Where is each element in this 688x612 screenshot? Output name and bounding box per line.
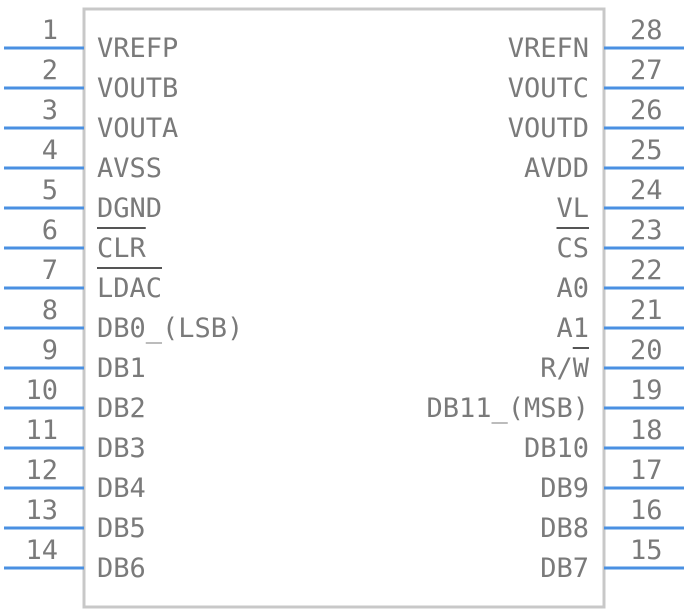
ic-body — [82, 7, 606, 609]
pin-number: 21 — [630, 295, 663, 326]
pin-20: 20R/W — [540, 335, 684, 384]
pin-number: 11 — [25, 415, 58, 446]
pin-label: DB9 — [540, 473, 589, 504]
pin-number: 12 — [25, 455, 58, 486]
pin-number: 6 — [42, 215, 58, 246]
pin-label: DB1 — [97, 353, 146, 384]
pin-number: 19 — [630, 375, 663, 406]
pin-number: 2 — [42, 55, 58, 86]
pin-number: 14 — [25, 535, 58, 566]
pin-label: DB4 — [97, 473, 146, 504]
pin-label: VREFN — [508, 33, 589, 64]
pin-number: 23 — [630, 215, 663, 246]
pin-number: 16 — [630, 495, 663, 526]
pin-number: 1 — [42, 15, 58, 46]
pin-number: 5 — [42, 175, 58, 206]
pin-label: VL — [556, 193, 589, 224]
pin-number: 20 — [630, 335, 663, 366]
pin-label: VOUTA — [97, 113, 178, 144]
pin-number: 28 — [630, 15, 663, 46]
pin-label: VOUTD — [508, 113, 589, 144]
pin-label: AVDD — [524, 153, 589, 184]
pin-label: VOUTC — [508, 73, 589, 104]
pin-number: 8 — [42, 295, 58, 326]
pin-label: DB5 — [97, 513, 146, 544]
pin-number: 22 — [630, 255, 663, 286]
pin-number: 9 — [42, 335, 58, 366]
pin-label: DB0_(LSB) — [97, 313, 243, 344]
pin-number: 13 — [25, 495, 58, 526]
pin-label: DB11_(MSB) — [426, 393, 589, 424]
pin-label: DB7 — [540, 553, 589, 584]
pin-label: A0 — [556, 273, 589, 304]
pin-label: DB6 — [97, 553, 146, 584]
pin-number: 25 — [630, 135, 663, 166]
pin-label: DGND — [97, 193, 162, 224]
pin-label: CLR — [97, 233, 147, 264]
pin-number: 15 — [630, 535, 663, 566]
pin-label: CS — [556, 233, 589, 264]
pin-number: 7 — [42, 255, 58, 286]
pin-label: DB8 — [540, 513, 589, 544]
pin-number: 10 — [25, 375, 58, 406]
pin-number: 3 — [42, 95, 58, 126]
pin-label: DB10 — [524, 433, 589, 464]
pin-label: R/W — [540, 353, 590, 384]
pin-number: 17 — [630, 455, 663, 486]
pin-label: A1 — [556, 313, 589, 344]
right-pin-group: 28VREFN27VOUTC26VOUTD25AVDD24VL23CS22A02… — [426, 15, 684, 584]
pin-label: AVSS — [97, 153, 162, 184]
left-pin-group: 1VREFP2VOUTB3VOUTA4AVSS5DGND6CLR7LDAC8DB… — [4, 15, 243, 584]
pin-label: DB3 — [97, 433, 146, 464]
pin-label: DB2 — [97, 393, 146, 424]
pin-label: LDAC — [97, 273, 162, 304]
pin-number: 4 — [42, 135, 58, 166]
pin-label: VOUTB — [97, 73, 178, 104]
pin-label: VREFP — [97, 33, 178, 64]
pin-number: 18 — [630, 415, 663, 446]
pin-number: 27 — [630, 55, 663, 86]
pin-number: 24 — [630, 175, 663, 206]
pin-number: 26 — [630, 95, 663, 126]
